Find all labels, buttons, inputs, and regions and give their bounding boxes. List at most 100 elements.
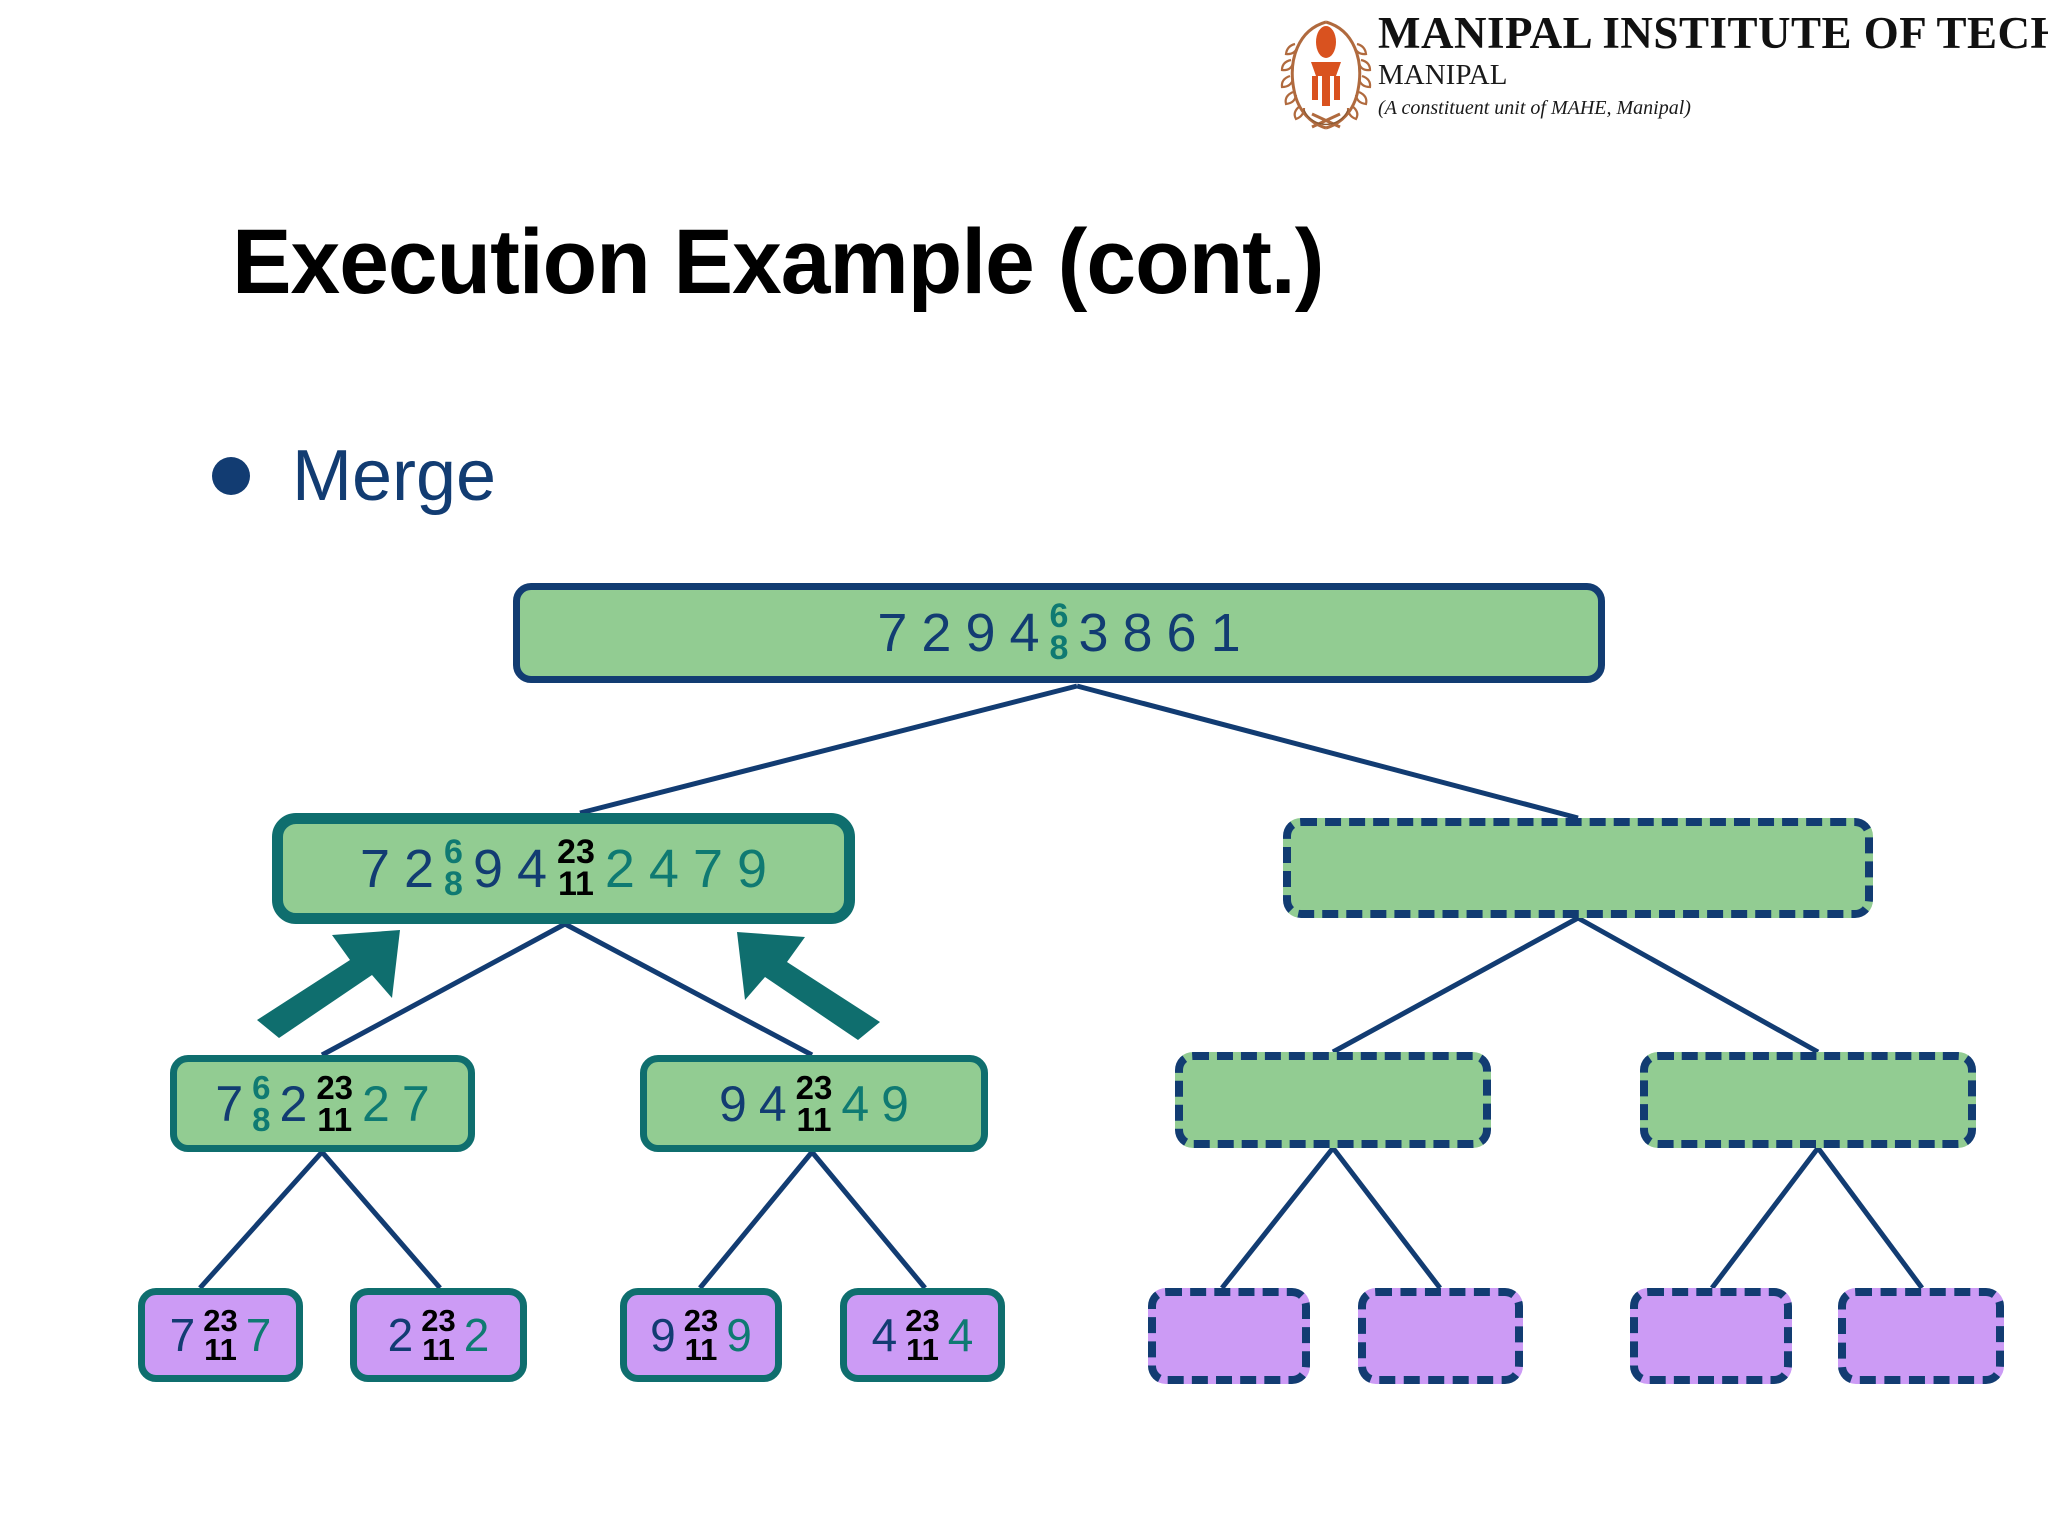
tree-leaf-L3c[interactable]: 9 23 11 9	[620, 1288, 782, 1382]
edge-R2a-to-R3a	[1220, 1146, 1335, 1290]
node-sequence-L3b: 2 23 11 2	[383, 1302, 495, 1367]
tree-leaf-L3b[interactable]: 2 23 11 2	[350, 1288, 527, 1382]
stacked-pair: 6 8	[441, 835, 466, 903]
edge-R1-to-R2b	[1576, 915, 1820, 1055]
node-sequence-L3a: 7 23 11 7	[165, 1302, 277, 1367]
edge-R2b-to-R3c	[1710, 1146, 1820, 1290]
tree-leaf-R3a-empty[interactable]	[1148, 1288, 1310, 1384]
digit: 2	[362, 1075, 390, 1132]
institute-city: MANIPAL	[1378, 59, 1508, 92]
bullet-item-label: Merge	[292, 436, 497, 516]
stacked-bottom: 11	[796, 1100, 832, 1138]
node-sequence-L2b: 9 4 23 11 4 9	[713, 1069, 915, 1138]
digit: 2	[403, 838, 435, 899]
digit: 7	[215, 1075, 244, 1132]
digit: 6	[1166, 603, 1197, 663]
digit: 7	[401, 1075, 430, 1132]
stacked-pair: 23 11	[200, 1302, 240, 1367]
tree-leaf-R3d-empty[interactable]	[1838, 1288, 2004, 1384]
stacked-top: 6	[1049, 597, 1069, 636]
edge-L2b-to-L3d	[810, 1150, 927, 1290]
stacked-bottom: 8	[252, 1100, 271, 1138]
stacked-pair: 23 11	[793, 1069, 836, 1138]
digit: 7	[877, 603, 908, 663]
node-sequence-L3c: 9 23 11 9	[645, 1302, 757, 1367]
stacked-top: 23	[905, 1302, 940, 1338]
node-sequence-root: 7 2 9 4 6 8 3 8 6 1	[870, 597, 1247, 667]
tree-node-L1-highlighted[interactable]: 7 2 6 8 9 4 23 11 2 4 7 9	[272, 813, 855, 924]
stacked-pair: 6 8	[249, 1069, 273, 1138]
digit: 9	[737, 838, 768, 899]
stacked-top: 6	[252, 1069, 271, 1107]
digit: 9	[881, 1075, 909, 1132]
digit: 4	[947, 1309, 974, 1361]
edge-L2a-to-L3b	[320, 1150, 442, 1290]
tree-node-R1-empty[interactable]	[1283, 818, 1873, 918]
tree-leaf-R3c-empty[interactable]	[1630, 1288, 1792, 1384]
merge-arrow-left	[257, 930, 400, 1038]
stacked-pair: 23 11	[681, 1302, 721, 1367]
edge-L1-to-L2b	[563, 921, 814, 1058]
stacked-bottom: 11	[422, 1332, 455, 1367]
tree-node-L2a[interactable]: 7 6 8 2 23 11 2 7	[170, 1055, 475, 1152]
institute-subtitle: (A constituent unit of MAHE, Manipal)	[1378, 96, 1691, 119]
digit: 9	[719, 1075, 747, 1132]
tree-node-root[interactable]: 7 2 9 4 6 8 3 8 6 1	[513, 583, 1605, 683]
digit: 3	[1078, 603, 1109, 663]
stacked-bottom: 8	[444, 864, 463, 903]
digit: 2	[463, 1309, 490, 1361]
stacked-top: 23	[421, 1302, 456, 1338]
digit: 2	[387, 1309, 414, 1361]
digit: 2	[921, 603, 952, 663]
stacked-bottom: 11	[906, 1332, 939, 1367]
stacked-bottom: 8	[1049, 629, 1069, 667]
stacked-top: 23	[557, 832, 595, 871]
edge-R2a-to-R3b	[1331, 1146, 1442, 1290]
stacked-pair: 23 11	[902, 1302, 942, 1367]
node-sequence-L2a: 7 6 8 2 23 11 2 7	[209, 1069, 435, 1138]
tree-node-R2b-empty[interactable]	[1640, 1052, 1976, 1148]
node-sequence-L1: 7 2 6 8 9 4 23 11 2 4 7 9	[353, 832, 774, 903]
stacked-top: 23	[795, 1069, 833, 1107]
digit: 2	[279, 1075, 308, 1132]
stacked-pair: 23 11	[313, 1069, 356, 1138]
stacked-top: 23	[316, 1069, 354, 1107]
digit: 4	[517, 838, 548, 899]
digit: 4	[871, 1309, 898, 1361]
edge-L1-to-L2a	[320, 921, 567, 1058]
institute-logo-block: MANIPAL INSTITUTE OF TECHNOLOGY MANIPAL …	[1278, 6, 2048, 136]
tree-node-L2b[interactable]: 9 4 23 11 4 9	[640, 1055, 988, 1152]
page-title: Execution Example (cont.)	[232, 211, 1324, 313]
stacked-bottom: 11	[684, 1332, 718, 1367]
stacked-bottom: 11	[317, 1100, 353, 1138]
tree-leaf-R3b-empty[interactable]	[1358, 1288, 1523, 1384]
tree-node-R2a-empty[interactable]	[1175, 1052, 1491, 1148]
tree-leaf-L3a[interactable]: 7 23 11 7	[138, 1288, 303, 1382]
institute-name: MANIPAL INSTITUTE OF TECHNOLOGY	[1378, 8, 2048, 58]
digit: 8	[1122, 603, 1153, 663]
stacked-bottom: 11	[204, 1332, 237, 1367]
edge-R2b-to-R3d	[1815, 1146, 1925, 1290]
stacked-top: 23	[203, 1302, 238, 1338]
digit: 9	[472, 838, 503, 899]
tree-leaf-L3d[interactable]: 4 23 11 4	[840, 1288, 1005, 1382]
node-sequence-L3d: 4 23 11 4	[867, 1302, 979, 1367]
digit: 4	[841, 1075, 870, 1132]
digit: 4	[648, 838, 679, 899]
digit: 9	[965, 603, 996, 663]
manipal-torch-emblem-icon	[1280, 20, 1372, 130]
digit: 7	[359, 838, 390, 899]
institute-logo-text: MANIPAL INSTITUTE OF TECHNOLOGY MANIPAL …	[1378, 8, 2048, 120]
digit: 7	[169, 1309, 196, 1361]
bullet-dot-icon	[212, 457, 250, 495]
stacked-top: 23	[683, 1302, 719, 1338]
edge-L2a-to-L3a	[198, 1150, 324, 1290]
edge-root-to-R1	[1076, 683, 1579, 821]
stacked-pair: 6 8	[1047, 597, 1072, 667]
digit: 4	[758, 1075, 787, 1132]
stacked-pair: 23 11	[418, 1302, 458, 1367]
merge-arrow-right	[737, 932, 880, 1040]
edge-root-to-L1	[579, 683, 1078, 816]
stacked-bottom: 11	[557, 864, 594, 903]
digit: 4	[1009, 603, 1040, 663]
